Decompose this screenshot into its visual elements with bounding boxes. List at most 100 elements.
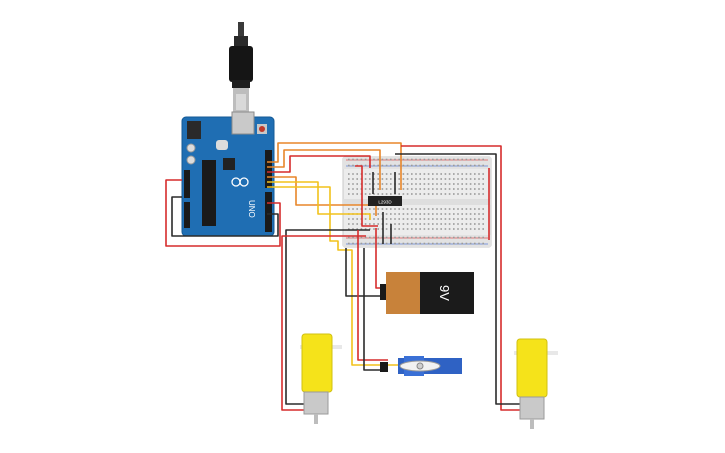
breadboard-hole <box>377 183 379 185</box>
breadboard-hole <box>385 178 388 180</box>
breadboard-hole <box>448 158 451 161</box>
breadboard-hole <box>461 228 463 230</box>
breadboard-hole <box>394 158 396 161</box>
wire-black-right-motor <box>395 153 522 405</box>
breadboard-hole <box>453 208 455 210</box>
breadboard-hole <box>364 178 367 180</box>
breadboard-hole <box>432 164 434 167</box>
breadboard-hole <box>469 218 472 220</box>
breadboard-hole <box>432 223 434 225</box>
breadboard-hole <box>444 178 447 180</box>
breadboard-hole <box>402 236 405 239</box>
arduino-uno-icon: UNO <box>181 111 275 237</box>
breadboard-hole <box>377 173 379 175</box>
breadboard-hole <box>385 173 388 175</box>
breadboard-hole <box>453 183 455 185</box>
breadboard-hole <box>469 183 472 185</box>
breadboard-hole <box>390 218 392 220</box>
breadboard-hole <box>465 188 468 190</box>
breadboard-hole <box>402 208 405 210</box>
breadboard-hole <box>369 223 371 225</box>
breadboard-hole <box>474 183 476 185</box>
breadboard-hole <box>427 218 430 220</box>
breadboard-hole <box>348 228 350 230</box>
breadboard-hole <box>419 236 421 239</box>
breadboard-hole <box>364 228 367 230</box>
breadboard-hole <box>423 183 426 185</box>
breadboard-hole <box>398 208 400 210</box>
breadboard-hole <box>411 193 413 195</box>
breadboard-hole <box>448 236 451 239</box>
breadboard-hole <box>402 188 405 190</box>
breadboard-hole <box>415 236 417 239</box>
breadboard-hole <box>364 188 367 190</box>
breadboard-hole <box>453 218 455 220</box>
breadboard-hole <box>436 218 438 220</box>
breadboard-hole <box>427 208 430 210</box>
breadboard-hole <box>465 178 468 180</box>
breadboard-hole <box>427 183 430 185</box>
breadboard-hole <box>390 193 392 195</box>
breadboard-hole <box>457 164 459 167</box>
breadboard-hole <box>461 183 463 185</box>
breadboard-hole <box>352 188 354 190</box>
breadboard-hole <box>457 183 459 185</box>
wire-red-left-motor <box>281 235 366 411</box>
breadboard-hole <box>427 242 430 245</box>
breadboard-hole <box>423 173 426 175</box>
breadboard-hole <box>453 158 455 161</box>
breadboard-hole <box>453 164 455 167</box>
breadboard-hole <box>457 236 459 239</box>
breadboard-hole <box>436 193 438 195</box>
breadboard-hole <box>482 173 484 175</box>
servo-motor-icon <box>380 356 462 376</box>
breadboard-hole <box>432 236 434 239</box>
dc-gear-motor-right-icon <box>514 338 558 429</box>
breadboard-hole <box>461 193 463 195</box>
wire-red-power <box>165 179 281 247</box>
breadboard-hole <box>373 213 375 215</box>
breadboard-hole <box>352 208 354 210</box>
breadboard-hole <box>474 242 476 245</box>
breadboard-hole <box>444 193 447 195</box>
breadboard-hole <box>385 158 388 161</box>
breadboard-hole <box>394 213 396 215</box>
breadboard-hole <box>364 193 367 195</box>
breadboard-hole <box>348 173 350 175</box>
breadboard-hole <box>448 208 451 210</box>
breadboard-hole <box>369 236 371 239</box>
breadboard-hole <box>474 178 476 180</box>
breadboard-hole <box>356 208 358 210</box>
breadboard-hole <box>474 158 476 161</box>
breadboard-hole <box>385 218 388 220</box>
breadboard-hole <box>419 183 421 185</box>
breadboard-hole <box>381 188 384 190</box>
breadboard-hole <box>406 158 409 161</box>
breadboard-hole <box>432 188 434 190</box>
breadboard-hole <box>444 183 447 185</box>
breadboard-hole <box>482 183 484 185</box>
breadboard-hole <box>411 183 413 185</box>
breadboard-hole <box>465 193 468 195</box>
breadboard-hole <box>465 218 468 220</box>
breadboard-hole <box>436 223 438 225</box>
breadboard-hole <box>406 236 409 239</box>
breadboard-hole <box>402 242 405 245</box>
breadboard-hole <box>465 228 468 230</box>
breadboard-hole <box>419 178 421 180</box>
breadboard-hole <box>440 223 442 225</box>
breadboard-hole <box>377 164 379 167</box>
breadboard-hole <box>444 223 447 225</box>
breadboard-hole <box>398 178 400 180</box>
breadboard-hole <box>411 213 413 215</box>
breadboard-hole <box>415 158 417 161</box>
breadboard-hole <box>411 188 413 190</box>
breadboard-hole <box>360 228 363 230</box>
breadboard-hole <box>465 183 468 185</box>
breadboard-hole <box>360 158 363 161</box>
breadboard-hole <box>448 193 451 195</box>
breadboard-hole <box>398 158 400 161</box>
arduino-logo-icon <box>231 177 249 187</box>
breadboard-hole <box>352 173 354 175</box>
breadboard-hole <box>356 218 358 220</box>
